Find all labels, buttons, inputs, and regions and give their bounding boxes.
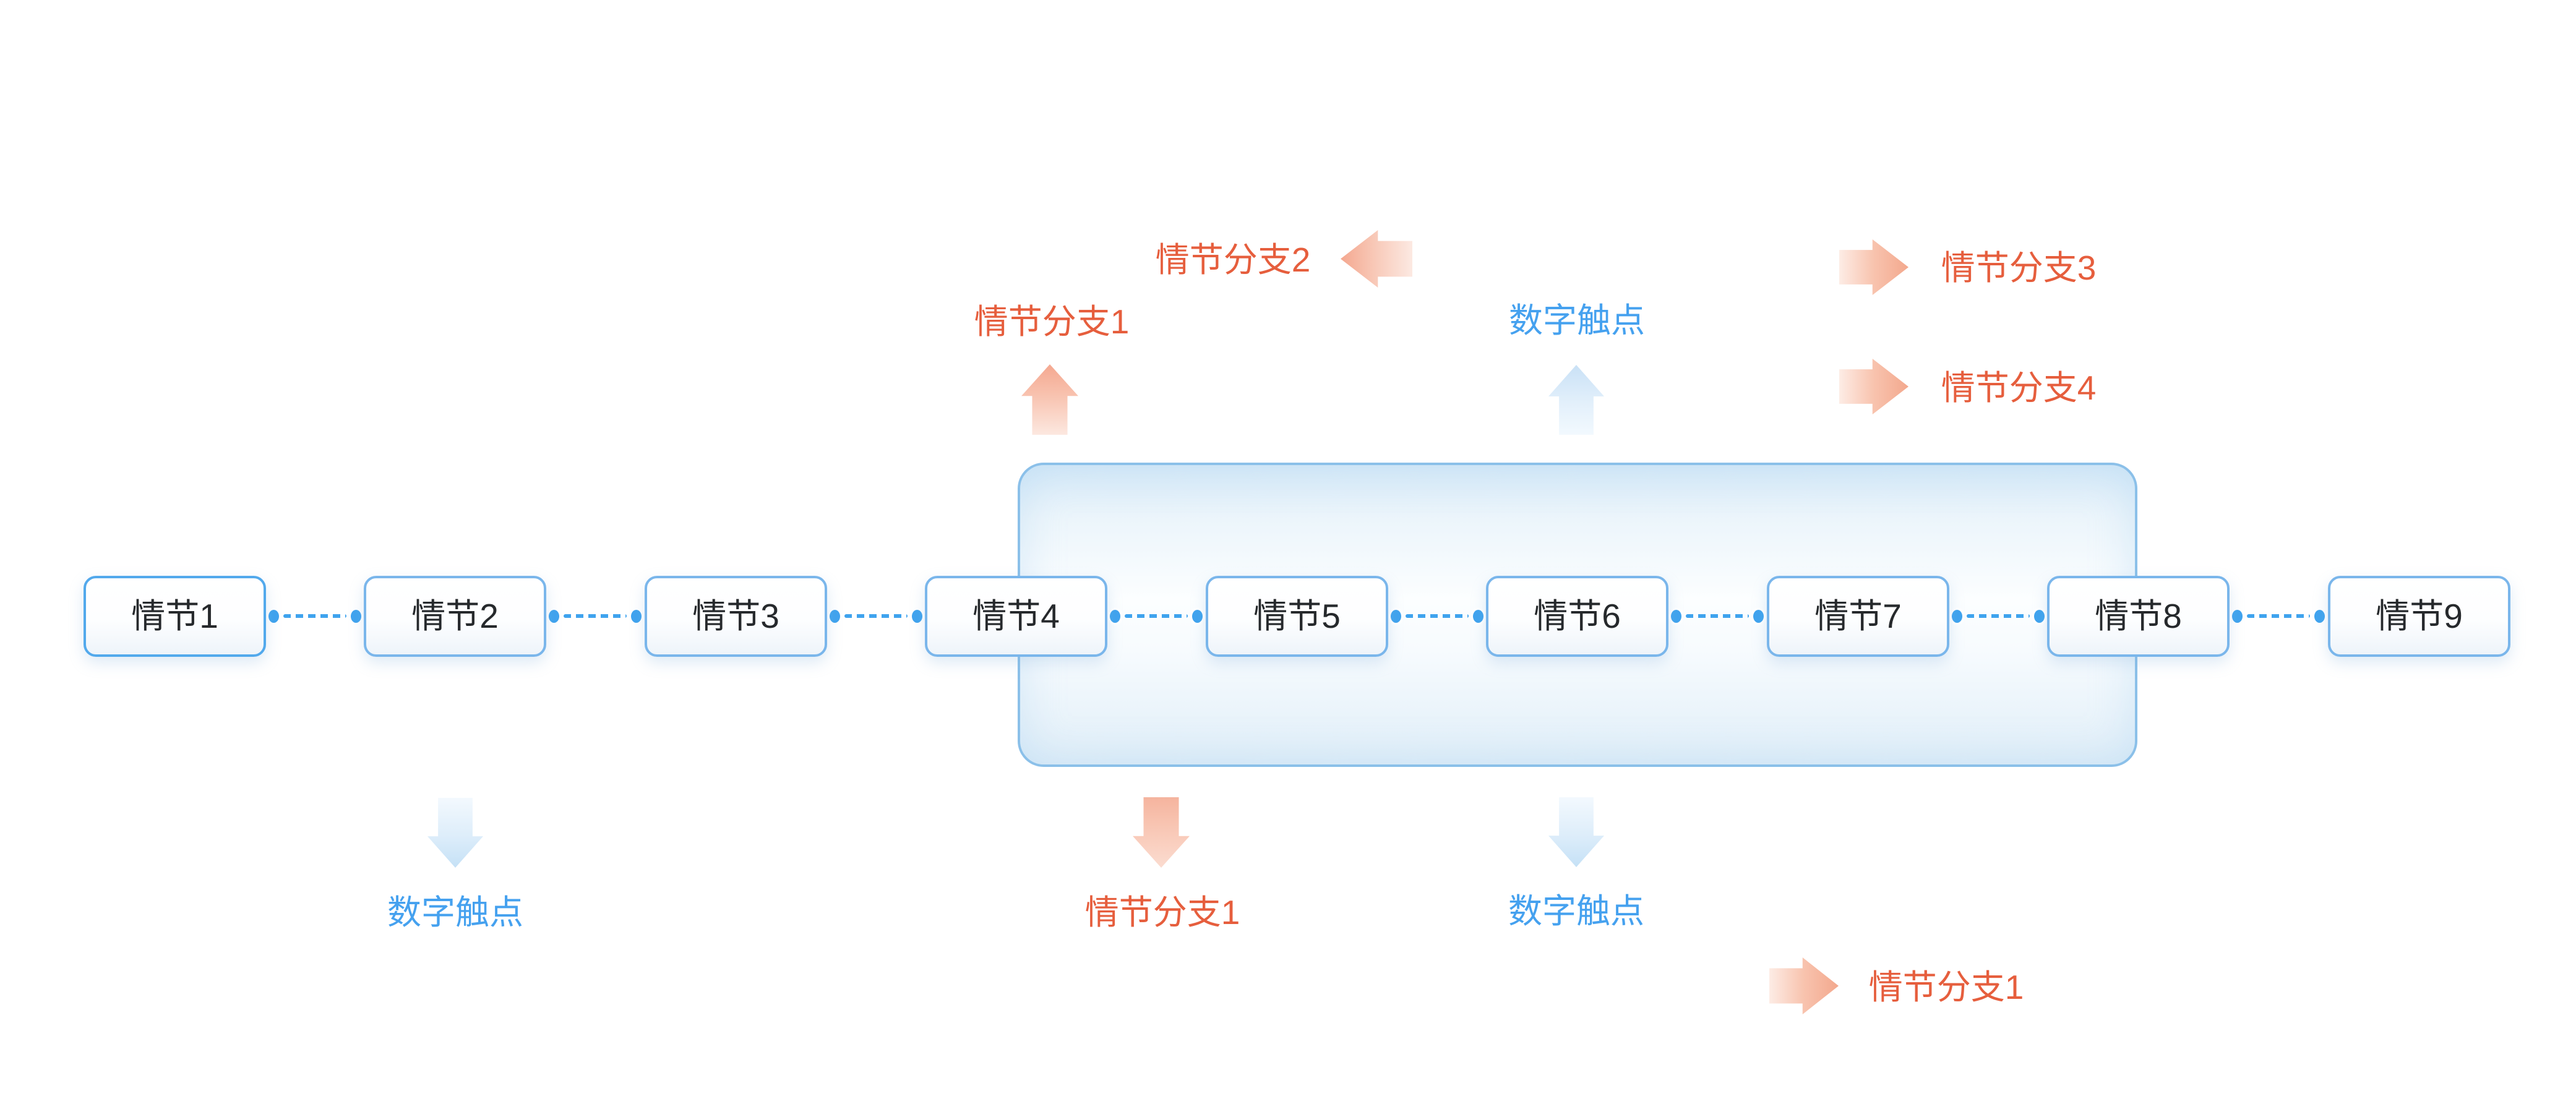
plot-node-label: 情节8 (2095, 597, 2182, 635)
connector-6-7[interactable] (1671, 609, 1764, 623)
down-arrow-icon[interactable] (427, 798, 483, 868)
left-arrow-icon[interactable] (1341, 230, 1412, 288)
plot-node-6[interactable]: 情节6 (1486, 576, 1668, 657)
connector-dashed-line (1686, 614, 1749, 618)
right-arrow-icon[interactable] (1839, 359, 1908, 414)
connector-endpoint-dot (912, 609, 922, 623)
label-digital-touchpoint-bottom-2[interactable]: 数字触点 (1508, 892, 1645, 930)
plot-node-8[interactable]: 情节8 (2047, 576, 2230, 657)
up-arrow-icon[interactable] (1021, 364, 1078, 435)
connector-endpoint-dot (1391, 609, 1401, 623)
plot-node-7[interactable]: 情节7 (1767, 576, 1949, 657)
label-plot-branch-1-bottom-right[interactable]: 情节分支1 (1868, 968, 2024, 1006)
connector-endpoint-dot (2034, 609, 2045, 623)
plot-node-4[interactable]: 情节4 (925, 576, 1107, 657)
label-plot-branch-1-top[interactable]: 情节分支1 (974, 302, 1130, 341)
connector-endpoint-dot (1753, 609, 1764, 623)
label-digital-touchpoint-bottom-1[interactable]: 数字触点 (387, 893, 524, 931)
connector-endpoint-dot (268, 609, 279, 623)
plot-node-3[interactable]: 情节3 (645, 576, 827, 657)
right-arrow-icon[interactable] (1769, 957, 1839, 1014)
plot-node-label: 情节1 (131, 597, 218, 635)
connector-4-5[interactable] (1110, 609, 1203, 623)
right-arrow-icon[interactable] (1839, 239, 1908, 295)
connector-5-6[interactable] (1391, 609, 1483, 623)
connector-dashed-line (844, 614, 908, 618)
connector-dashed-line (1967, 614, 2030, 618)
down-arrow-icon[interactable] (1548, 797, 1604, 867)
plot-node-1[interactable]: 情节1 (84, 576, 266, 657)
connector-dashed-line (1406, 614, 1469, 618)
label-plot-branch-3[interactable]: 情节分支3 (1941, 249, 2097, 287)
connector-endpoint-dot (1671, 609, 1681, 623)
plot-node-label: 情节7 (1814, 597, 1902, 635)
plot-node-label: 情节9 (2376, 597, 2463, 635)
connector-endpoint-dot (631, 609, 642, 623)
connector-endpoint-dot (1192, 609, 1203, 623)
connector-endpoint-dot (549, 609, 559, 623)
connector-dashed-line (283, 614, 346, 618)
plot-node-label: 情节2 (411, 597, 499, 635)
connector-dashed-line (2247, 614, 2310, 618)
connector-endpoint-dot (2232, 609, 2243, 623)
connector-7-8[interactable] (1952, 609, 2045, 623)
connector-endpoint-dot (1952, 609, 1962, 623)
plot-node-5[interactable]: 情节5 (1206, 576, 1388, 657)
connector-endpoint-dot (2314, 609, 2325, 623)
plot-node-2[interactable]: 情节2 (364, 576, 546, 657)
connector-1-2[interactable] (268, 609, 361, 623)
plot-node-label: 情节3 (692, 597, 779, 635)
connector-dashed-line (564, 614, 627, 618)
label-digital-touchpoint-top[interactable]: 数字触点 (1508, 301, 1646, 340)
connector-8-9[interactable] (2232, 609, 2325, 623)
connector-2-3[interactable] (549, 609, 642, 623)
label-plot-branch-1-bottom[interactable]: 情节分支1 (1084, 893, 1240, 931)
connector-3-4[interactable] (830, 609, 922, 623)
connector-endpoint-dot (1110, 609, 1120, 623)
connector-dashed-line (1125, 614, 1188, 618)
plot-node-9[interactable]: 情节9 (2328, 576, 2510, 657)
down-arrow-icon[interactable] (1133, 797, 1190, 868)
connector-endpoint-dot (1473, 609, 1483, 623)
plot-node-label: 情节5 (1253, 597, 1341, 635)
connector-endpoint-dot (351, 609, 361, 623)
label-plot-branch-2[interactable]: 情节分支2 (1155, 241, 1311, 279)
up-arrow-icon[interactable] (1548, 365, 1604, 435)
plot-node-label: 情节4 (972, 597, 1060, 635)
connector-endpoint-dot (830, 609, 840, 623)
plot-node-label: 情节6 (1534, 597, 1621, 635)
label-plot-branch-4[interactable]: 情节分支4 (1941, 369, 2097, 407)
